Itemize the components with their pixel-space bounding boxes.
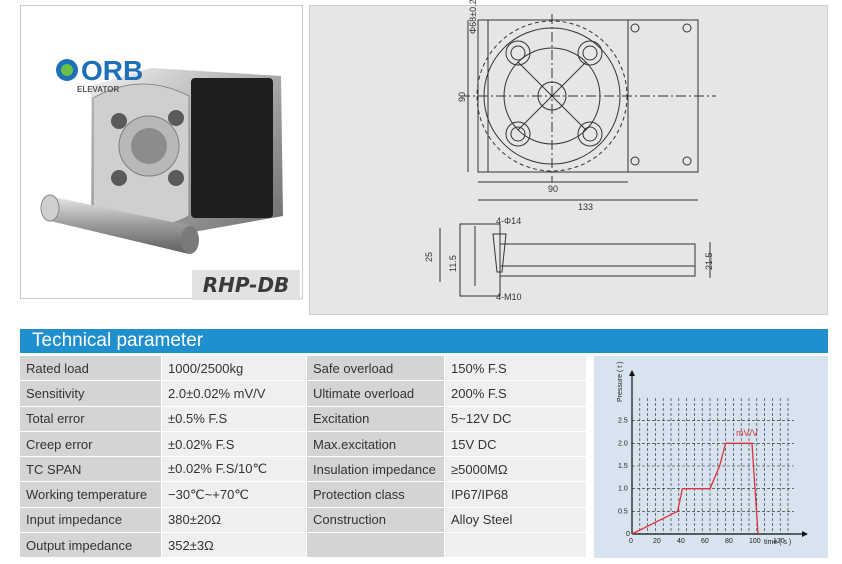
param-label-2: Excitation [307, 406, 445, 432]
param-value-2: 15V DC [445, 431, 587, 458]
param-value: 380±20Ω [162, 507, 307, 534]
dim-thread-label: 4-M10 [496, 292, 522, 302]
chart-y-tick-label: 0.5 [618, 508, 628, 515]
dim-90-bottom-label: 90 [548, 184, 559, 194]
dim-21-5-label: 21.5 [704, 252, 714, 270]
brand-logo: ORB ELEVATOR [53, 54, 163, 101]
param-label: Input impedance [20, 507, 162, 534]
param-value-2: ≥5000MΩ [445, 457, 587, 483]
param-label: Rated load [20, 356, 162, 382]
chart-series-line [631, 442, 759, 535]
chart-canvas: Pressure ( t ) time ( s ) mV/V 0 20 40 60 80… [617, 362, 808, 546]
param-label-2: Protection class [307, 482, 445, 508]
param-value-2: Alloy Steel [445, 507, 587, 534]
brand-letters: ORB [81, 55, 143, 86]
param-label-2: Ultimate overload [307, 381, 445, 407]
param-value: 352±3Ω [162, 533, 307, 559]
param-label: Working temperature [20, 482, 162, 508]
param-label: Creep error [20, 431, 162, 458]
param-label: TC SPAN [20, 457, 162, 483]
chart-series-label: mV/V [736, 428, 758, 438]
param-label-2: Max.excitation [307, 431, 445, 458]
chart-x-tick-label: 40 [677, 538, 685, 545]
chart-y-arrow [629, 370, 635, 376]
dim-90-side-label: 90 [457, 91, 467, 102]
dim-holes-label: 4-Φ14 [496, 216, 522, 226]
param-label: Sensitivity [20, 381, 162, 407]
chart-x-tick-label: 0 [629, 538, 633, 545]
param-value-2: 150% F.S [445, 356, 587, 382]
dim-133-label: 133 [578, 202, 594, 212]
param-value: −30℃~+70℃ [162, 482, 307, 508]
param-value-2: 5~12V DC [445, 406, 587, 432]
chart-x-tick-label: 120 [773, 538, 785, 545]
param-label-2 [307, 533, 445, 559]
section-title: Technical parameter [20, 329, 828, 353]
chart-y-tick-label: 2.0 [618, 440, 628, 447]
chart-x-arrow [802, 531, 808, 537]
chart-xlabel: time ( s ) [764, 539, 791, 546]
param-value: ±0.02% F.S [162, 431, 307, 458]
param-value-2: IP67/IP68 [445, 482, 587, 508]
dim-11-5-label: 11.5 [448, 255, 458, 272]
technical-drawing: Φ68±0.2 90 90 133 4-Φ14 25 11.5 21.5 4-M… [309, 0, 828, 315]
param-label: Output impedance [20, 533, 162, 559]
chart-origin-label: 0 [626, 531, 630, 538]
chart-x-tick-label: 80 [725, 538, 733, 545]
chart-y-tick-label: 2.5 [618, 418, 628, 425]
pressure-chart: Pressure ( t ) time ( s ) mV/V 0 20 40 60 80… [594, 356, 828, 558]
param-label-2: Insulation impedance [307, 457, 445, 483]
mounting-holes [505, 40, 603, 147]
param-value: ±0.5% F.S [162, 406, 307, 432]
product-photo: ORB ELEVATOR [20, 5, 303, 299]
dim-phi-label: Φ68±0.2 [468, 0, 478, 34]
chart-x-tick-label: 100 [749, 538, 761, 545]
chart-x-tick-label: 60 [701, 538, 709, 545]
brand-subtitle: ELEVATOR [77, 85, 119, 94]
dim-25-label: 25 [424, 251, 434, 262]
model-label: RHP-DB [192, 270, 300, 300]
param-label: Total error [20, 406, 162, 432]
chart-y-tick-label: 1.5 [618, 463, 628, 470]
param-label-2: Construction [307, 507, 445, 534]
param-value-2 [445, 533, 587, 559]
param-value: 2.0±0.02% mV/V [162, 381, 307, 407]
param-label-2: Safe overload [307, 356, 445, 382]
chart-y-tick-label: 1.0 [618, 486, 628, 493]
param-value: 1000/2500kg [162, 356, 307, 382]
param-value-2: 200% F.S [445, 381, 587, 407]
param-value: ±0.02% F.S/10℃ [162, 457, 307, 483]
chart-ylabel: Pressure ( t ) [617, 362, 624, 402]
load-cell-image [40, 68, 283, 254]
chart-x-tick-label: 20 [653, 538, 661, 545]
